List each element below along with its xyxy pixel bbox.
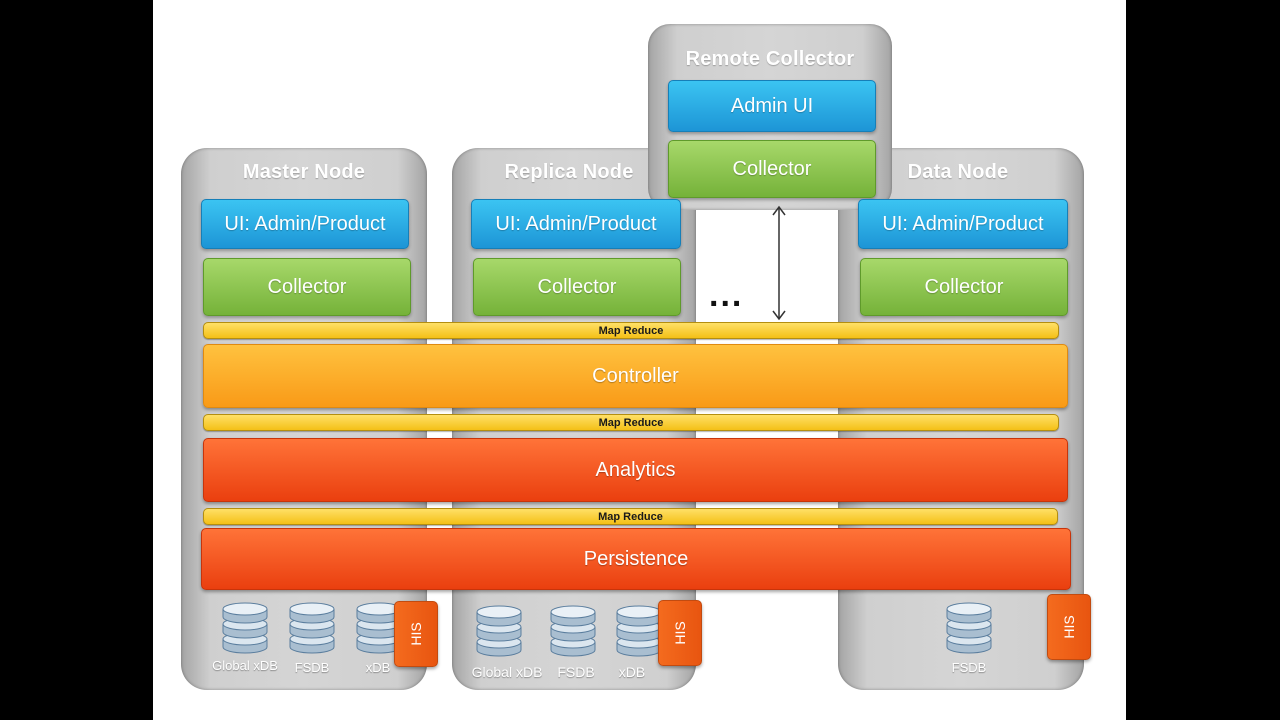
bidirectional-arrow-icon [772,205,786,321]
map-reduce-bar-1: Map Reduce [203,322,1059,339]
data-collector-box: Collector [860,258,1068,316]
database-icon [550,605,596,657]
db-label: FSDB [294,660,330,675]
replica-his-box: HIS [658,600,702,666]
map-reduce-bar-3: Map Reduce [203,508,1058,525]
master-his-box: HIS [394,601,438,667]
controller-layer: Controller [203,344,1068,408]
master-node-title: Master Node [242,161,366,183]
database-icon [289,602,335,654]
data-his-box: HIS [1047,594,1091,660]
database-icon [616,605,662,657]
db-label: xDB [365,660,391,675]
db-label: xDB [618,664,646,680]
remote-admin-ui-box: Admin UI [668,80,876,132]
data-node-title: Data Node [907,161,1009,183]
master-collector-box: Collector [203,258,411,316]
his-label: HIS [1061,615,1077,639]
db-label: Global xDB [471,664,543,680]
his-label: HIS [672,621,688,645]
his-label: HIS [408,622,424,646]
db-label: Global xDB [212,658,278,673]
database-icon [476,605,522,657]
analytics-layer: Analytics [203,438,1068,502]
master-ui-box: UI: Admin/Product [201,199,409,249]
replica-ui-box: UI: Admin/Product [471,199,681,249]
data-ui-box: UI: Admin/Product [858,199,1068,249]
map-reduce-bar-2: Map Reduce [203,414,1059,431]
more-nodes-ellipsis: ... [709,276,744,314]
remote-collector-box: Collector [668,140,876,198]
persistence-layer: Persistence [201,528,1071,590]
db-label: FSDB [557,664,595,680]
database-icon [356,602,402,654]
replica-node-title: Replica Node [504,161,634,183]
db-label: FSDB [951,660,987,675]
slide: Master Node Replica Node Data Node Remot… [153,0,1126,720]
database-icon [946,602,992,654]
remote-collector-title: Remote Collector [685,48,855,70]
replica-collector-box: Collector [473,258,681,316]
database-icon [222,602,268,654]
